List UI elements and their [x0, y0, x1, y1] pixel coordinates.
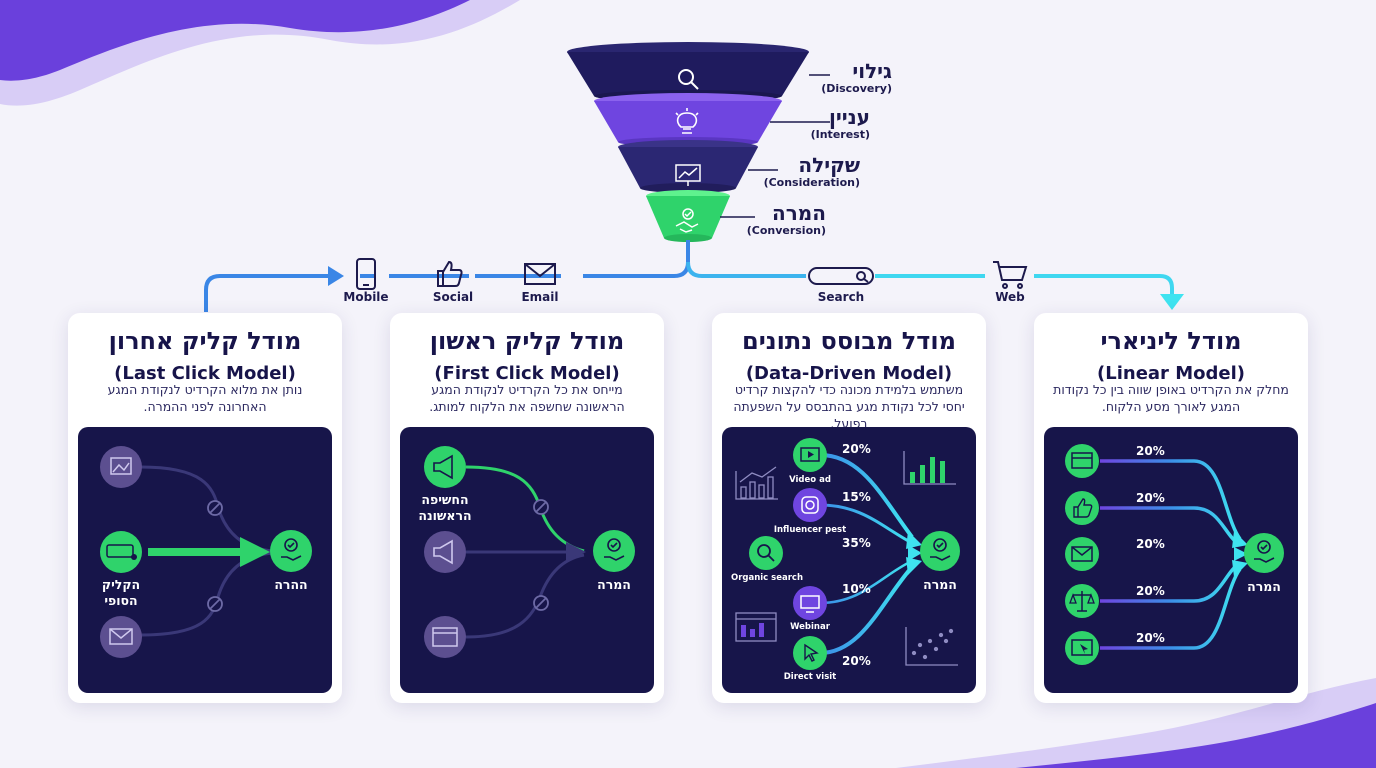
webpage-icon: [424, 616, 466, 658]
conversion-label: המרה: [923, 577, 957, 592]
video-ad-icon: [793, 438, 827, 472]
touchpoint-percent: 35%: [842, 536, 871, 550]
card-title: מודל קליק ראשון: [429, 327, 625, 355]
linear-percent: 20%: [1136, 444, 1165, 458]
cursor-icon: [793, 636, 827, 670]
linear-diagram: 20% 20% 20% 20% 20% המרה: [1044, 427, 1298, 693]
envelope-icon: [1065, 537, 1099, 571]
bar-chart-icon: [735, 466, 778, 500]
conversion-icon: [1244, 533, 1284, 573]
magnifier-icon: [678, 69, 699, 90]
touchpoint-label: Video ad: [789, 475, 831, 485]
touchpoint-label: Influencer pest: [773, 525, 847, 535]
card-subtitle: (Data-Driven Model): [745, 363, 953, 384]
envelope-icon: [100, 616, 142, 658]
image-icon: [100, 446, 142, 488]
linear-percent: 20%: [1136, 631, 1165, 645]
first-click-diagram: החשיפה הראשונה המרה: [400, 427, 654, 693]
conversion-icon: [270, 530, 312, 572]
linear-percent: 20%: [1136, 584, 1165, 598]
buy-button-icon: [100, 531, 142, 573]
window-icon: [735, 612, 777, 642]
conversion-icon: [920, 531, 960, 571]
stage-label-interest: עניין (Interest): [740, 106, 870, 142]
stage-name: גילוי: [852, 59, 892, 83]
card-title: מודל קליק אחרון: [108, 327, 302, 355]
touchpoint-percent: 20%: [842, 442, 871, 456]
touchpoint-label: Direct visit: [783, 672, 837, 682]
card-description: מחלק את הקרדיט באופן שווה בין כל נקודות …: [1053, 382, 1289, 414]
scales-icon: [1065, 584, 1099, 618]
cursor-window-icon: [1065, 631, 1099, 665]
stage-label-consideration: שקילה (Consideration): [740, 154, 860, 190]
card-subtitle: (First Click Model): [434, 363, 620, 384]
channel-label-social: Social: [432, 290, 474, 304]
touchpoint-percent: 15%: [842, 490, 871, 504]
card-title: מודל ליניארי: [1100, 327, 1242, 355]
card-title: מודל מבוסס נתונים: [742, 327, 956, 355]
instagram-icon: [793, 488, 827, 522]
lightbulb-icon: [675, 108, 699, 134]
card-subtitle: (Last Click Model): [114, 363, 296, 384]
magnifier-icon: [749, 536, 783, 570]
data-driven-diagram: 20% 15% 35% 10% 20% Video ad Influencer …: [722, 427, 976, 693]
bar-chart-icon: [903, 451, 956, 485]
first-exposure-label: החשיפה הראשונה: [418, 492, 472, 523]
funnel-diagram: [204, 42, 1184, 312]
handshake-icon: [675, 208, 699, 233]
last-click-diagram: הקליק הסופי ההרה: [78, 427, 332, 693]
conversion-label: המרה: [1247, 579, 1281, 594]
megaphone-icon: [424, 531, 466, 573]
blocked-icon: [207, 596, 223, 612]
conversion-label: המרה: [597, 577, 631, 592]
scatter-plot-icon: [905, 627, 958, 666]
channel-label-search: Search: [817, 290, 865, 304]
linear-percent: 20%: [1136, 537, 1165, 551]
data-driven-model-card: מודל מבוסס נתונים (Data-Driven Model) מש…: [712, 313, 986, 703]
stage-name-en: (Conversion): [746, 224, 826, 237]
conversion-icon: [593, 530, 635, 572]
megaphone-icon: [424, 446, 466, 488]
stage-name: המרה: [772, 201, 826, 225]
stage-name-en: (Consideration): [763, 176, 860, 189]
card-description: נותן את מלוא הקרדיט לנקודת המגע האחרונה …: [107, 382, 303, 414]
mobile-phone-icon: [356, 258, 376, 290]
channel-label-email: Email: [521, 290, 559, 304]
first-click-model-card: מודל קליק ראשון (First Click Model) מייח…: [390, 313, 664, 703]
linear-model-card: מודל ליניארי (Linear Model) מחלק את הקרד…: [1034, 313, 1308, 703]
stage-name-en: (Interest): [810, 128, 870, 141]
blocked-icon: [533, 499, 549, 515]
blocked-icon: [533, 595, 549, 611]
channel-label-mobile: Mobile: [343, 290, 389, 304]
card-subtitle: (Linear Model): [1097, 363, 1245, 384]
touchpoint-label: Webinar: [790, 622, 830, 632]
final-click-label: הקליק הסופי: [101, 577, 141, 608]
stage-name-en: (Discovery): [821, 82, 892, 95]
search-bar-icon: [808, 267, 874, 285]
card-description: מייחס את כל הקרדיט לנקודת המגע הראשונה ש…: [429, 382, 625, 414]
touchpoint-percent: 20%: [842, 654, 871, 668]
conversion-label: ההרה: [274, 577, 308, 592]
thumbs-up-icon: [1065, 491, 1099, 525]
envelope-icon: [524, 263, 556, 285]
linear-percent: 20%: [1136, 491, 1165, 505]
blocked-icon: [207, 500, 223, 516]
touchpoint-percent: 10%: [842, 582, 871, 596]
shopping-cart-icon: [993, 261, 1028, 289]
last-click-model-card: מודל קליק אחרון (Last Click Model) נותן …: [68, 313, 342, 703]
card-description: משתמש בלמידת מכונה כדי להקצות קרדיט יחסי…: [733, 382, 965, 431]
thumbs-up-icon: [437, 260, 463, 287]
stage-label-discovery: גילוי (Discovery): [760, 60, 892, 96]
channel-label-web: Web: [995, 290, 1025, 304]
funnel-stage-conversion: [646, 190, 730, 242]
touchpoint-label: Organic search: [730, 573, 804, 583]
stage-name: עניין: [828, 105, 870, 129]
webpage-icon: [1065, 444, 1099, 478]
presentation-chart-icon: [675, 164, 701, 186]
stage-name: שקילה: [798, 153, 860, 177]
stage-label-conversion: המרה (Conversion): [720, 202, 826, 238]
webinar-icon: [793, 586, 827, 620]
funnel-stage-consideration: [618, 140, 758, 193]
